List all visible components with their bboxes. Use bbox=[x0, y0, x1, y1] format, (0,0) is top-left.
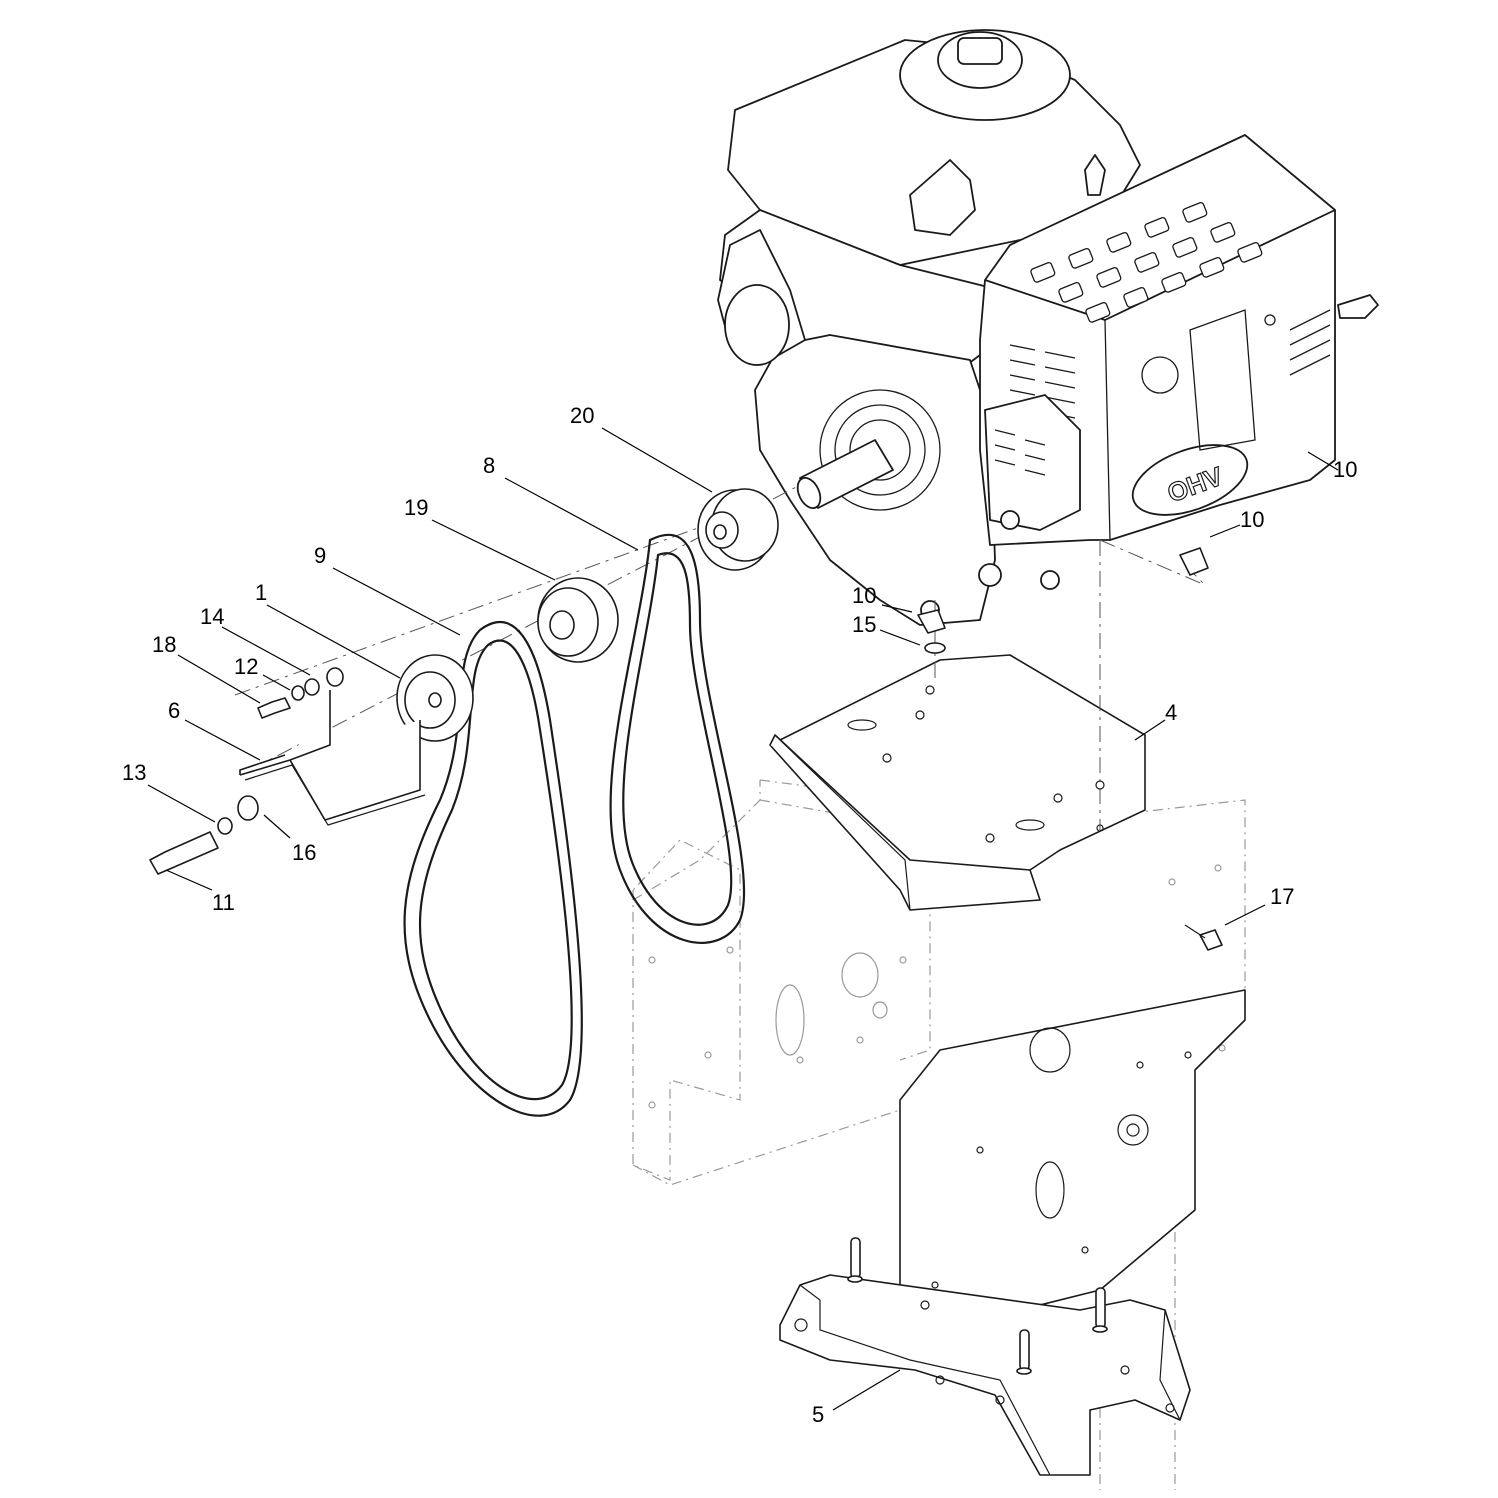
engine-top-vents bbox=[1030, 202, 1263, 323]
frame-front-plate bbox=[899, 989, 1246, 1341]
callout-10-mid: 10 bbox=[852, 583, 876, 608]
callout-13: 13 bbox=[122, 760, 146, 785]
leader-lines bbox=[147, 427, 1339, 1411]
belt-8 bbox=[403, 621, 583, 1117]
pulley-19 bbox=[537, 577, 619, 663]
callout-18: 18 bbox=[152, 632, 176, 657]
callout-labels: 20 8 19 9 1 14 18 12 6 13 16 11 10 10 10… bbox=[122, 403, 1357, 1427]
callout-9: 10 bbox=[1333, 457, 1357, 482]
belt-7 bbox=[609, 533, 746, 944]
callout-4: 4 bbox=[1165, 700, 1177, 725]
callout-8: 9 bbox=[314, 543, 326, 568]
callout-1: 1 bbox=[255, 580, 267, 605]
callout-19: 19 bbox=[404, 495, 428, 520]
pulley-1-idler bbox=[396, 654, 474, 742]
callout-7: 8 bbox=[483, 453, 495, 478]
pulley-20 bbox=[697, 488, 779, 571]
callout-14: 14 bbox=[200, 604, 224, 629]
engine: OHV bbox=[717, 29, 1379, 626]
hardware-fasteners bbox=[149, 547, 1223, 951]
callout-6: 6 bbox=[168, 698, 180, 723]
callout-11: 11 bbox=[212, 890, 235, 915]
bottom-bracket bbox=[779, 1237, 1191, 1476]
callout-10-top: 10 bbox=[1240, 507, 1264, 532]
engine-side-vents bbox=[1009, 309, 1331, 419]
callout-12: 12 bbox=[234, 654, 258, 679]
callout-5: 5 bbox=[812, 1402, 824, 1427]
callout-15: 15 bbox=[852, 612, 876, 637]
idler-bracket bbox=[239, 690, 426, 826]
callout-17: 17 bbox=[1270, 884, 1294, 909]
callout-16: 16 bbox=[292, 840, 316, 865]
engine-mount-plate bbox=[769, 654, 1146, 911]
callout-20: 20 bbox=[570, 403, 594, 428]
